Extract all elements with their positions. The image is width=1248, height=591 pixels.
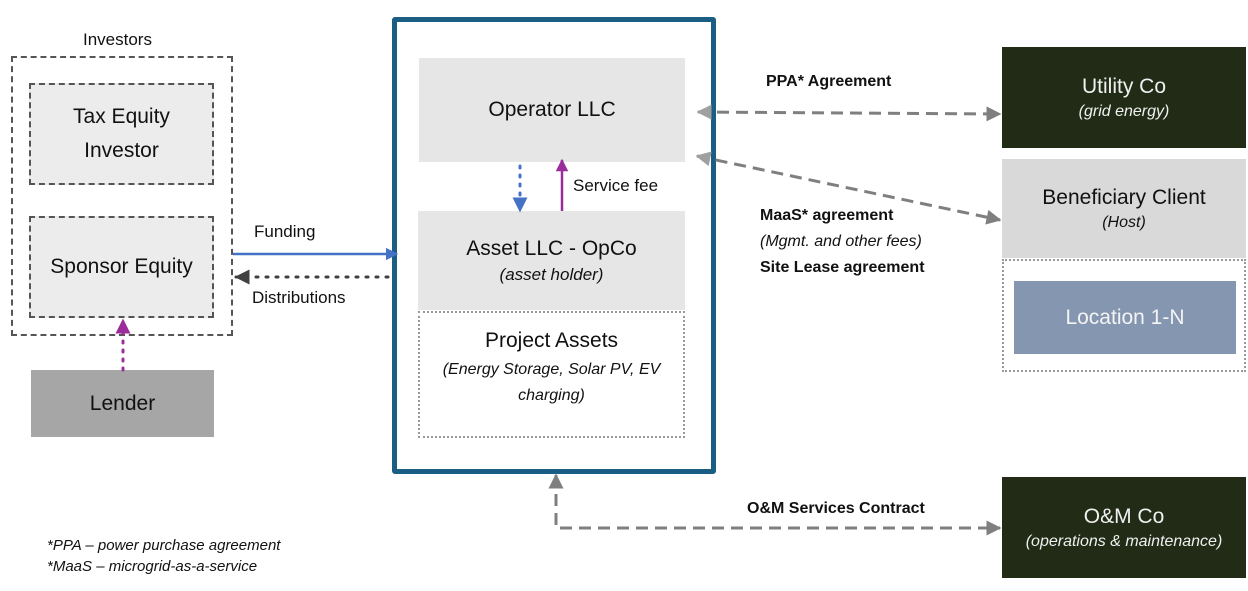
utility-co-sub: (grid energy) <box>1078 102 1170 120</box>
project-assets-title: Project Assets <box>484 329 619 352</box>
ppa-label: PPA* Agreement <box>766 73 892 90</box>
location-group <box>1002 259 1246 372</box>
distributions-label: Distributions <box>252 288 346 307</box>
project-assets-box[interactable]: Project Assets (Energy Storage, Solar PV… <box>418 311 685 438</box>
tax-equity-line2: Investor <box>84 139 159 162</box>
sponsor-equity-label: Sponsor Equity <box>50 255 193 278</box>
service-fee-label: Service fee <box>573 176 659 195</box>
om-co-sub: (operations & maintenance) <box>1025 532 1223 550</box>
beneficiary-client-sub: (Host) <box>1102 213 1146 231</box>
om-co-title: O&M Co <box>1083 504 1165 528</box>
footnote-maas: *MaaS – microgrid-as-a-service <box>47 558 258 575</box>
project-assets-sub: (Energy Storage, Solar PV, EV charging) <box>442 361 661 404</box>
maas-label: MaaS* agreement <box>760 207 894 224</box>
om-co-box[interactable]: O&M Co (operations & maintenance) <box>1002 477 1246 578</box>
site-lease-label: Site Lease agreement <box>760 259 925 276</box>
investors-label: Investors <box>83 30 152 49</box>
om-contract-label: O&M Services Contract <box>747 500 925 517</box>
asset-llc-sub: (asset holder) <box>499 264 604 284</box>
lender-box[interactable]: Lender <box>31 370 214 437</box>
utility-co-box[interactable]: Utility Co (grid energy) <box>1002 47 1246 148</box>
beneficiary-client-title: Beneficiary Client <box>1042 185 1206 209</box>
operator-llc-box[interactable]: Operator LLC <box>419 58 685 162</box>
tax-equity-line1: Tax Equity <box>73 105 170 128</box>
maas-sub-label: (Mgmt. and other fees) <box>760 233 922 250</box>
asset-llc-title: Asset LLC - OpCo <box>466 236 637 260</box>
utility-co-title: Utility Co <box>1081 74 1166 98</box>
maas-arrow <box>695 151 1002 225</box>
ppa-arrow <box>696 104 1002 122</box>
location-label: Location 1-N <box>1065 305 1185 329</box>
spv-frame <box>392 17 716 474</box>
funding-label: Funding <box>254 222 316 241</box>
beneficiary-client-box[interactable]: Beneficiary Client (Host) <box>1002 159 1246 258</box>
om-contract-arrow <box>548 473 1002 536</box>
footnote-ppa: *PPA – power purchase agreement <box>47 537 281 554</box>
lender-label: Lender <box>89 391 156 415</box>
location-box[interactable]: Location 1-N <box>1014 281 1236 354</box>
asset-llc-box[interactable]: Asset LLC - OpCo (asset holder) <box>418 211 685 310</box>
sponsor-equity-box[interactable]: Sponsor Equity <box>29 216 214 318</box>
operator-llc-label: Operator LLC <box>488 98 616 121</box>
tax-equity-investor-box[interactable]: Tax Equity Investor <box>29 83 214 185</box>
